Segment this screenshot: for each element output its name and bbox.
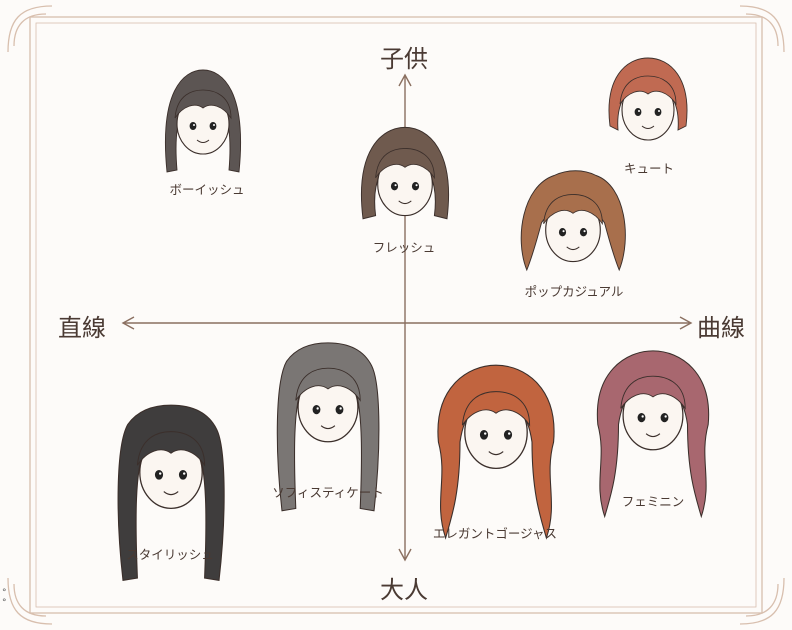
axis-label-top: 子供	[380, 45, 428, 73]
face-4	[520, 170, 626, 272]
type-label: エレガントゴージャス	[432, 526, 558, 541]
eye-right	[335, 405, 344, 415]
eye-right	[411, 182, 420, 191]
mouth	[566, 246, 580, 251]
eye-highlight	[183, 472, 186, 475]
type-label: フレッシュ	[372, 240, 436, 255]
bangs-shape	[543, 193, 603, 226]
eye-left	[479, 430, 489, 440]
eye-highlight	[415, 184, 418, 187]
bangs-shape	[375, 147, 435, 180]
eye-right	[660, 413, 669, 423]
face-5	[276, 342, 380, 512]
mouth	[398, 200, 412, 205]
axis-label-bottom: 大人	[380, 576, 428, 604]
mouth	[320, 425, 336, 430]
type-label: ソフィスティケート	[272, 485, 384, 500]
mouth	[641, 125, 655, 129]
arrow-up-icon	[398, 73, 412, 87]
axis-label-right: 曲線	[697, 314, 745, 342]
eye-highlight	[562, 230, 565, 233]
face-7	[437, 364, 555, 540]
type-label: ポップカジュアル	[524, 284, 624, 299]
decorative-frame	[7, 5, 785, 625]
eye-right	[178, 470, 188, 480]
arrow-right-icon	[679, 316, 693, 330]
eye-left	[189, 122, 197, 130]
bangs-shape	[619, 75, 677, 106]
corner-dots: °°	[2, 588, 7, 608]
eye-highlight	[316, 407, 319, 410]
eye-right	[209, 122, 217, 130]
eye-highlight	[664, 415, 667, 418]
eye-right	[503, 430, 513, 440]
bangs-shape	[461, 391, 531, 427]
bangs-shape	[174, 89, 232, 120]
bangs-shape	[620, 375, 686, 410]
eye-highlight	[641, 415, 644, 418]
face-1	[165, 69, 241, 173]
eye-left	[634, 108, 642, 116]
faces-layer	[117, 57, 710, 582]
eye-left	[558, 228, 567, 237]
eye-highlight	[638, 110, 640, 112]
eye-right	[654, 108, 662, 116]
bangs-shape	[295, 367, 361, 402]
eye-highlight	[394, 184, 397, 187]
type-label: スタイリッシュ	[126, 547, 214, 562]
eye-highlight	[159, 472, 162, 475]
eye-right	[579, 228, 588, 237]
type-label: ボーイッシュ	[169, 182, 245, 197]
mouth	[488, 451, 504, 456]
hair-shape	[520, 170, 626, 272]
arrow-left-icon	[121, 316, 135, 330]
eye-left	[154, 470, 164, 480]
type-label: キュート	[623, 161, 675, 176]
face-8	[596, 350, 710, 519]
axis-label-left: 直線	[58, 314, 106, 342]
eye-highlight	[508, 432, 511, 435]
eye-left	[312, 405, 321, 415]
face-3	[608, 57, 688, 141]
mouth	[196, 139, 210, 143]
eye-highlight	[339, 407, 342, 410]
face-2	[361, 126, 449, 220]
eye-left	[390, 182, 399, 191]
mouth	[163, 491, 179, 496]
eye-highlight	[583, 230, 586, 233]
mouth	[645, 433, 661, 438]
type-label: フェミニン	[621, 494, 685, 509]
bangs-shape	[136, 431, 206, 467]
arrow-down-icon	[398, 548, 412, 562]
eye-highlight	[658, 110, 660, 112]
eye-highlight	[484, 432, 487, 435]
eye-highlight	[193, 124, 195, 126]
eye-left	[637, 413, 646, 423]
eye-highlight	[213, 124, 215, 126]
face-6	[117, 404, 225, 582]
